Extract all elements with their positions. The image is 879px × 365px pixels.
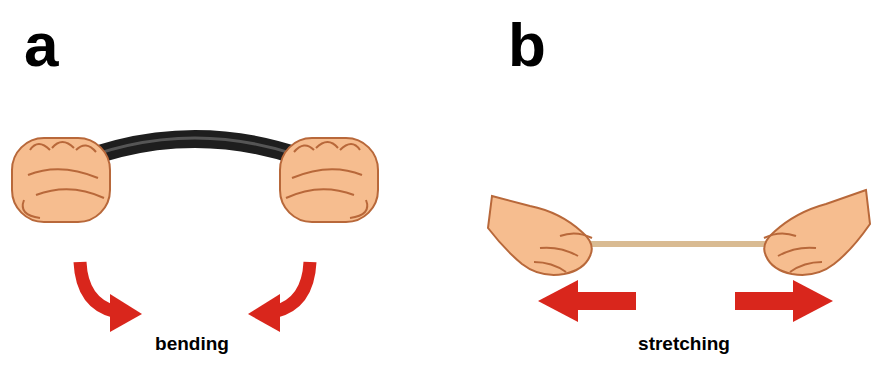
- left-hand: [488, 196, 592, 275]
- panel-letter: a: [24, 14, 58, 76]
- bend-arrow: [80, 262, 310, 332]
- stretched-rod: [565, 241, 785, 247]
- panel-caption: bending: [155, 334, 229, 353]
- left-fist: [12, 138, 110, 222]
- stretch-arrow: [538, 280, 833, 322]
- right-fist: [280, 138, 378, 222]
- right-hand: [764, 190, 870, 275]
- panel-caption: stretching: [638, 334, 730, 353]
- panel-letter: b: [508, 14, 546, 76]
